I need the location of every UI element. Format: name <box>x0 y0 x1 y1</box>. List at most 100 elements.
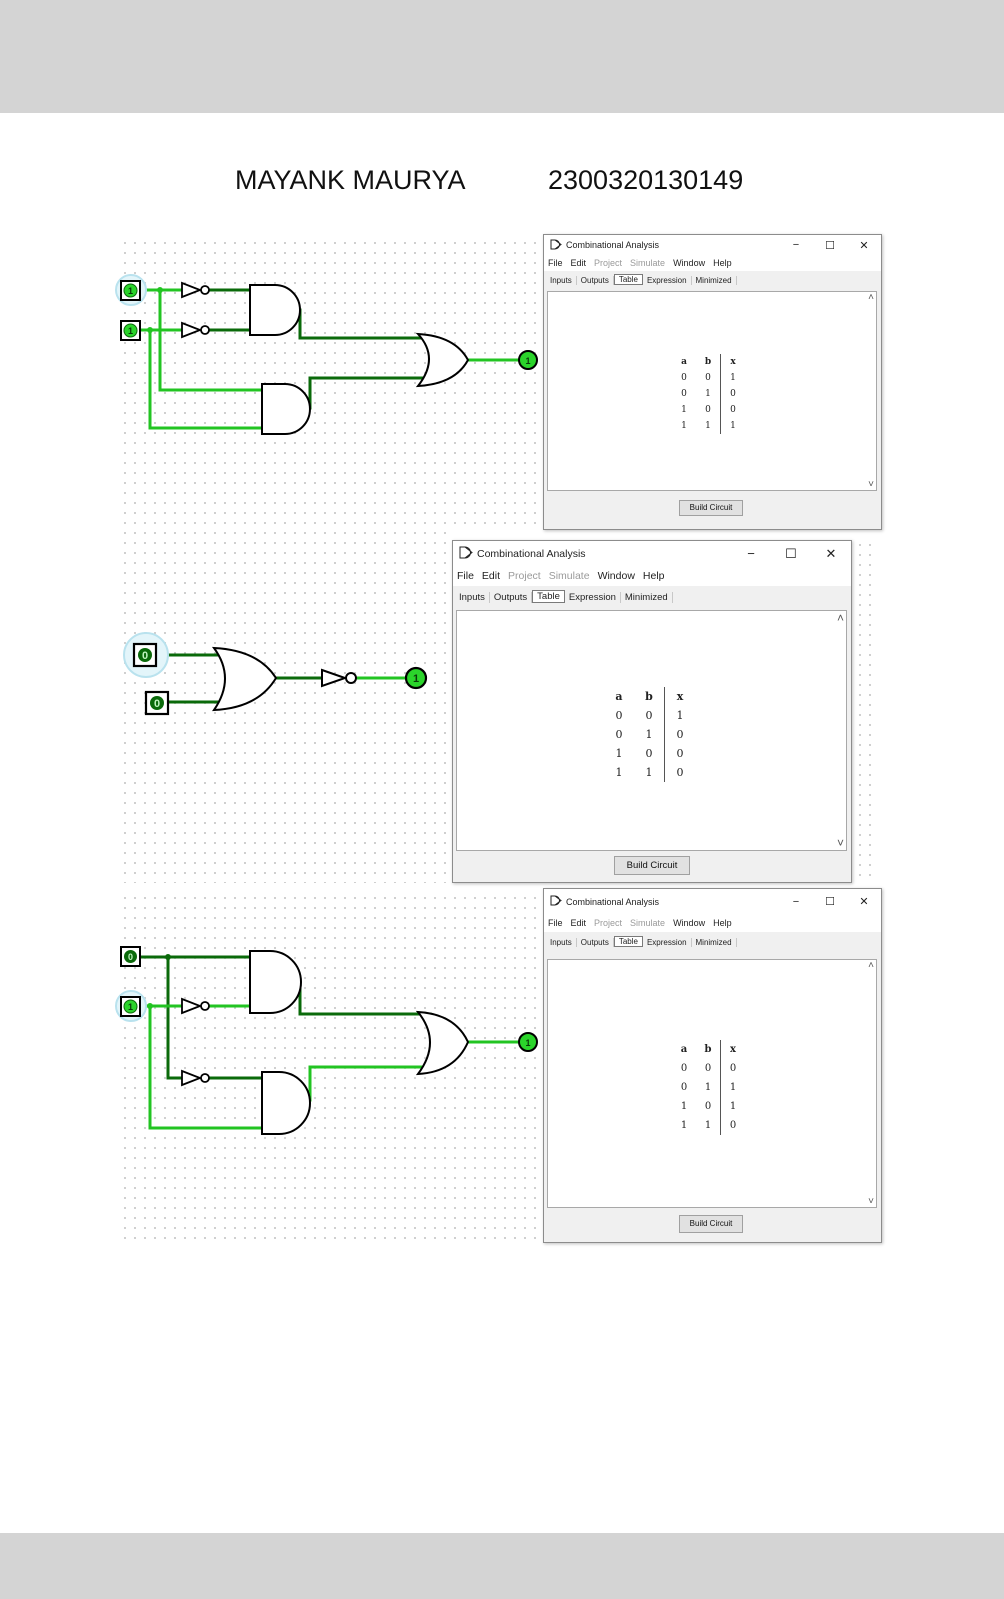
close-icon[interactable]: ✕ <box>825 545 837 561</box>
build-circuit-button[interactable]: Build Circuit <box>679 1215 743 1233</box>
menu-file[interactable]: File <box>548 918 563 928</box>
scroll-down-icon[interactable]: ˅ <box>868 479 874 490</box>
table-header-row: a b x <box>604 687 695 706</box>
tab-expression[interactable]: Expression <box>565 592 621 603</box>
tab-expression[interactable]: Expression <box>643 938 692 947</box>
menu-bar: File Edit Project Simulate Window Help <box>544 914 881 932</box>
cell: 0 <box>705 405 711 415</box>
col-b-header: b <box>704 357 712 367</box>
cell: 1 <box>720 418 745 434</box>
circuit-canvas-1[interactable] <box>120 238 542 528</box>
cell: 0 <box>664 763 695 782</box>
cell: 0 <box>680 1063 688 1074</box>
build-circuit-button[interactable]: Build Circuit <box>679 500 743 516</box>
menu-help[interactable]: Help <box>642 570 665 582</box>
menu-bar: File Edit Project Simulate Window Help <box>544 255 881 271</box>
menu-edit[interactable]: Edit <box>481 570 501 582</box>
tab-inputs[interactable]: Inputs <box>455 592 490 603</box>
tab-outputs[interactable]: Outputs <box>490 592 533 603</box>
title-bar[interactable]: Combinational Analysis − ☐ ✕ <box>544 889 881 914</box>
menu-edit[interactable]: Edit <box>570 258 587 268</box>
tab-bar: Inputs Outputs Table Expression Minimize… <box>453 589 851 606</box>
build-circuit-button[interactable]: Build Circuit <box>614 856 690 875</box>
cell: 0 <box>720 402 745 418</box>
col-a-header: a <box>681 357 687 367</box>
menu-project: Project <box>594 918 623 928</box>
menu-window[interactable]: Window <box>673 918 706 928</box>
cell: 1 <box>705 389 711 399</box>
circuit-canvas-3[interactable] <box>120 893 542 1243</box>
col-x-header: x <box>720 354 745 370</box>
minimize-icon[interactable]: − <box>792 239 800 251</box>
scroll-up-icon[interactable]: ˄ <box>868 292 874 303</box>
menu-file[interactable]: File <box>548 258 563 268</box>
table-header-row: a b x <box>672 1040 745 1059</box>
scroll-down-icon[interactable]: ˅ <box>868 1196 874 1207</box>
col-b-header: b <box>704 1044 712 1055</box>
menu-file[interactable]: File <box>457 570 474 582</box>
maximize-icon[interactable]: ☐ <box>825 896 835 908</box>
tab-table[interactable]: Table <box>613 273 643 285</box>
window-title: Combinational Analysis <box>566 896 660 907</box>
cell: 1 <box>680 1101 688 1112</box>
tab-inputs[interactable]: Inputs <box>546 938 577 947</box>
menu-project: Project <box>508 570 541 582</box>
tab-outputs[interactable]: Outputs <box>577 938 614 947</box>
tab-minimized[interactable]: Minimized <box>692 275 737 285</box>
cell: 1 <box>615 747 623 760</box>
scroll-up-icon[interactable]: ˄ <box>836 611 844 625</box>
title-bar[interactable]: Combinational Analysis − ☐ ✕ <box>453 541 851 566</box>
cell: 1 <box>664 706 695 725</box>
title-bar[interactable]: Combinational Analysis − ☐ ✕ <box>544 235 881 255</box>
close-icon[interactable]: ✕ <box>859 896 869 908</box>
tab-inputs[interactable]: Inputs <box>546 275 577 285</box>
cell: 0 <box>664 744 695 763</box>
maximize-icon[interactable]: ☐ <box>825 239 835 252</box>
circuit-canvas-2[interactable] <box>120 528 453 883</box>
tab-expression[interactable]: Expression <box>643 275 692 285</box>
cell: 0 <box>615 709 623 722</box>
cell: 1 <box>615 766 623 779</box>
minimize-icon[interactable]: − <box>747 546 755 561</box>
analysis-window-1: Combinational Analysis − ☐ ✕ File Edit P… <box>543 234 882 530</box>
menu-help[interactable]: Help <box>713 918 732 928</box>
menu-simulate: Simulate <box>630 258 666 268</box>
circuit-canvas-2-right-strip <box>855 540 875 883</box>
cell: 1 <box>680 1120 688 1131</box>
tab-minimized[interactable]: Minimized <box>692 938 737 947</box>
window-title: Combinational Analysis <box>566 240 660 250</box>
cell: 0 <box>615 728 623 741</box>
logisim-icon <box>550 239 562 252</box>
tab-table[interactable]: Table <box>532 590 565 603</box>
cell: 1 <box>720 370 745 386</box>
menu-help[interactable]: Help <box>713 258 732 268</box>
cell: 1 <box>645 766 653 779</box>
close-icon[interactable]: ✕ <box>859 239 869 252</box>
cell: 0 <box>645 747 653 760</box>
menu-project: Project <box>594 258 623 268</box>
menu-window[interactable]: Window <box>673 258 706 268</box>
minimize-icon[interactable]: − <box>792 895 800 908</box>
tab-table[interactable]: Table <box>613 936 643 947</box>
menu-edit[interactable]: Edit <box>570 918 587 928</box>
cell: 0 <box>705 373 711 383</box>
tab-minimized[interactable]: Minimized <box>621 592 673 603</box>
tab-outputs[interactable]: Outputs <box>577 275 614 285</box>
scroll-up-icon[interactable]: ˄ <box>868 960 874 971</box>
scroll-down-icon[interactable]: ˅ <box>836 836 844 850</box>
menu-window[interactable]: Window <box>597 570 635 582</box>
maximize-icon[interactable]: ☐ <box>785 545 797 561</box>
